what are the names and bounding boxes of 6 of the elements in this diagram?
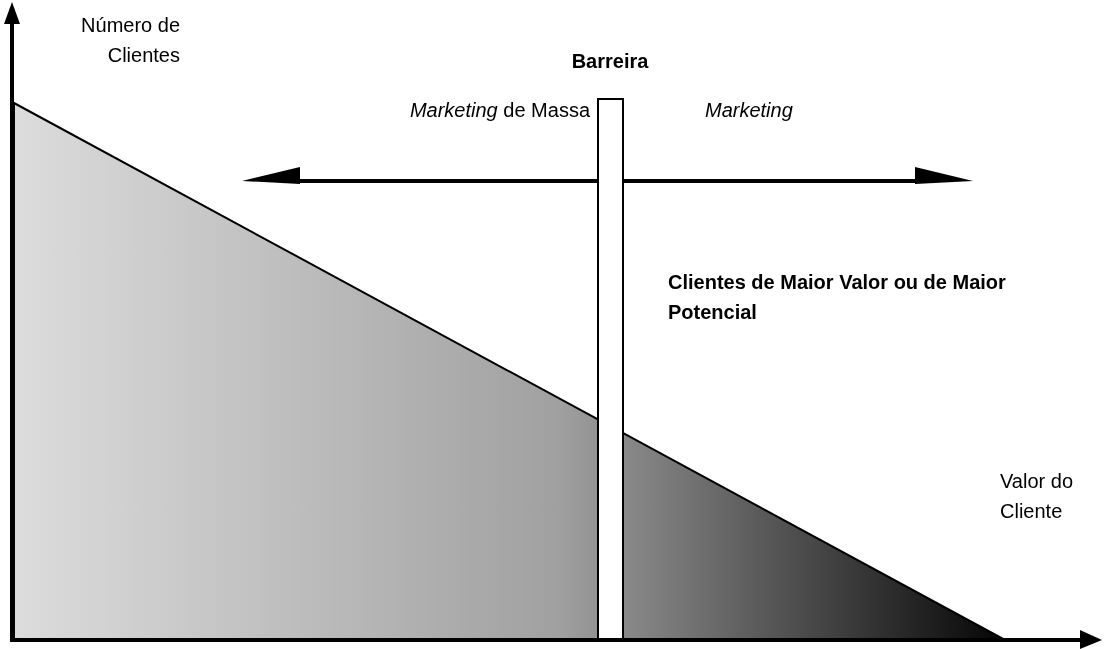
barrier-heading: Barreira bbox=[571, 49, 649, 74]
region-label: Marketing de Massa bbox=[408, 98, 590, 123]
axis-title: Número de Clientes bbox=[80, 13, 180, 68]
segment-label: Clientes de Maior Valor ou de Maior Potencial bbox=[668, 270, 1007, 325]
axis-title: Valor do Cliente bbox=[1000, 469, 1074, 524]
region-label: Marketing bbox=[705, 98, 794, 123]
